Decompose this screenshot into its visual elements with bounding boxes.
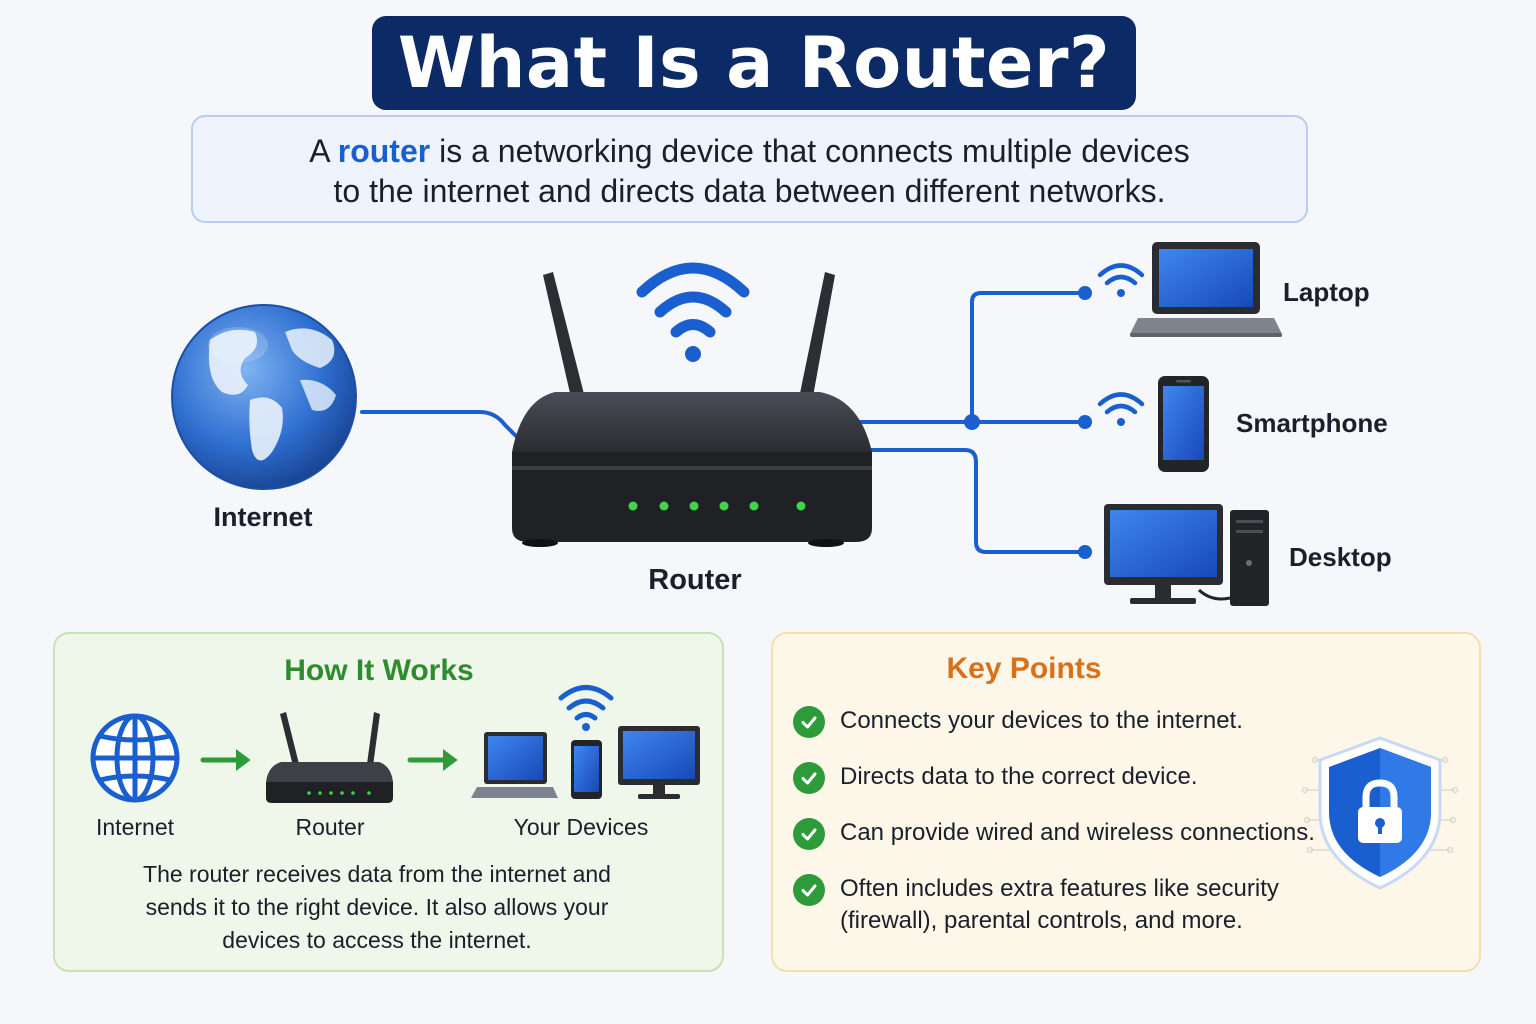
small-wifi-icon <box>558 685 614 721</box>
internet-label: Internet <box>213 502 313 532</box>
small-globe-icon <box>90 713 180 803</box>
key-point-item: Often includes extra features like secur… <box>793 873 1279 937</box>
how-it-works-description: The router receives data from the intern… <box>90 858 664 957</box>
junction-dot <box>964 414 980 430</box>
network-diagram <box>171 242 1282 606</box>
key-point-text: Directs data to the correct device. <box>840 763 1198 790</box>
desktop-port-dot <box>1078 545 1092 559</box>
check-icon <box>793 762 825 794</box>
key-point-text: Can provide wired and wireless connectio… <box>840 819 1315 846</box>
small-laptop-icon <box>471 732 558 798</box>
definition-line-1: A router is a networking device that con… <box>193 131 1306 171</box>
page-title: What Is a Router? <box>397 22 1111 104</box>
key-point-text: Often includes extra features like secur… <box>840 873 1279 937</box>
key-point-text: Connects your devices to the internet. <box>840 707 1243 734</box>
laptop-icon <box>1130 242 1282 337</box>
desktop-label: Desktop <box>1289 542 1392 572</box>
how-it-works-title: How It Works <box>284 654 474 687</box>
check-icon <box>793 706 825 738</box>
how-it-works-flow <box>90 685 700 803</box>
flow-label-router: Router <box>295 814 365 840</box>
definition-box: A router is a networking device that con… <box>191 115 1308 223</box>
description-line: devices to access the internet. <box>222 927 532 953</box>
definition-rest: is a networking device that connects mul… <box>430 133 1190 169</box>
small-phone-icon <box>571 740 602 799</box>
key-point-item: Directs data to the correct device. <box>793 761 1198 794</box>
key-points-title: Key Points <box>946 652 1102 685</box>
description-line: sends it to the right device. It also al… <box>145 894 609 920</box>
check-icon <box>793 874 825 906</box>
definition-prefix: A <box>309 133 338 169</box>
description-line: The router receives data from the intern… <box>143 861 611 887</box>
wifi-icon <box>636 262 750 338</box>
smartphone-wifi-icon <box>1097 392 1145 415</box>
smartphone-port-dot <box>1078 415 1092 429</box>
small-router-icon <box>266 712 393 803</box>
globe-icon <box>171 304 357 490</box>
shield-lock-icon <box>1301 736 1459 890</box>
router-label: Router <box>648 564 742 596</box>
key-point-item: Connects your devices to the internet. <box>793 705 1243 738</box>
small-monitor-icon <box>618 726 700 799</box>
flow-label-internet: Internet <box>96 814 174 840</box>
key-point-item: Can provide wired and wireless connectio… <box>793 817 1315 850</box>
laptop-port-dot <box>1078 286 1092 300</box>
flow-label-devices: Your Devices <box>513 814 649 840</box>
smartphone-icon <box>1158 376 1209 472</box>
connection-lines <box>360 291 1087 554</box>
laptop-wifi-icon <box>1097 263 1145 286</box>
smartphone-label: Smartphone <box>1236 408 1388 438</box>
definition-line-2: to the internet and directs data between… <box>333 173 1166 209</box>
router-icon <box>512 272 872 547</box>
definition-highlight: router <box>337 133 431 169</box>
key-point-text-line-2: (firewall), parental controls, and more. <box>840 907 1243 934</box>
desktop-icon <box>1104 504 1269 606</box>
arrow-right-icon <box>200 749 251 771</box>
laptop-label: Laptop <box>1283 277 1370 307</box>
check-icon <box>793 818 825 850</box>
title-banner: What Is a Router? <box>372 16 1136 110</box>
router-leds <box>628 501 806 511</box>
arrow-right-icon-2 <box>407 749 458 771</box>
key-point-text-line-1: Often includes extra features like secur… <box>840 875 1279 902</box>
